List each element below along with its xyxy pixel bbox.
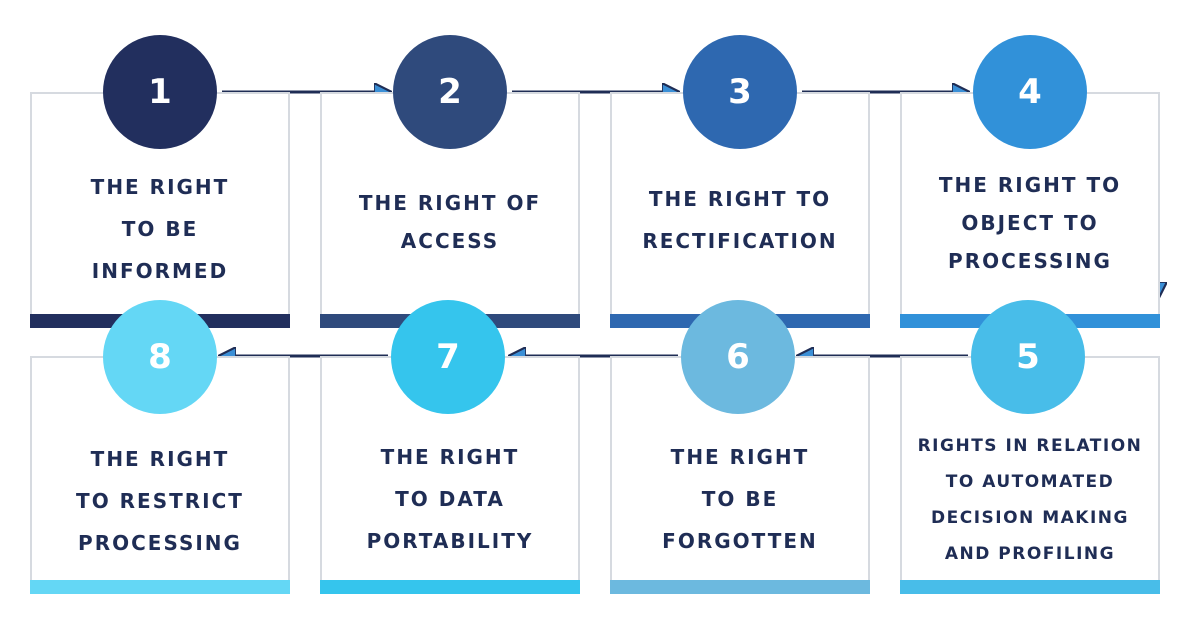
step-number-2: 2 bbox=[393, 35, 507, 149]
step-number-8: 8 bbox=[103, 300, 217, 414]
step-bar-5 bbox=[900, 580, 1160, 594]
step-bar-6 bbox=[610, 580, 870, 594]
step-label-2: THE RIGHT OF ACCESS bbox=[358, 191, 542, 253]
step-label-8: THE RIGHT TO RESTRICT PROCESSING bbox=[76, 447, 244, 555]
step-bar-8 bbox=[30, 580, 290, 594]
step-number-5: 5 bbox=[971, 300, 1085, 414]
step-label-7: THE RIGHT TO DATA PORTABILITY bbox=[366, 445, 534, 553]
step-label-6: THE RIGHT TO BE FORGOTTEN bbox=[662, 445, 818, 553]
step-number-7: 7 bbox=[391, 300, 505, 414]
step-label-4: THE RIGHT TO OBJECT TO PROCESSING bbox=[938, 173, 1122, 273]
step-label-3: THE RIGHT TO RECTIFICATION bbox=[642, 187, 838, 253]
step-bar-7 bbox=[320, 580, 580, 594]
step-label-1: THE RIGHT TO BE INFORMED bbox=[90, 175, 230, 283]
step-label-5: RIGHTS IN RELATION TO AUTOMATED DECISION… bbox=[917, 436, 1143, 564]
step-number-6: 6 bbox=[681, 300, 795, 414]
step-number-3: 3 bbox=[683, 35, 797, 149]
step-number-4: 4 bbox=[973, 35, 1087, 149]
step-card-8: THE RIGHT TO RESTRICT PROCESSING bbox=[30, 356, 290, 594]
step-number-1: 1 bbox=[103, 35, 217, 149]
